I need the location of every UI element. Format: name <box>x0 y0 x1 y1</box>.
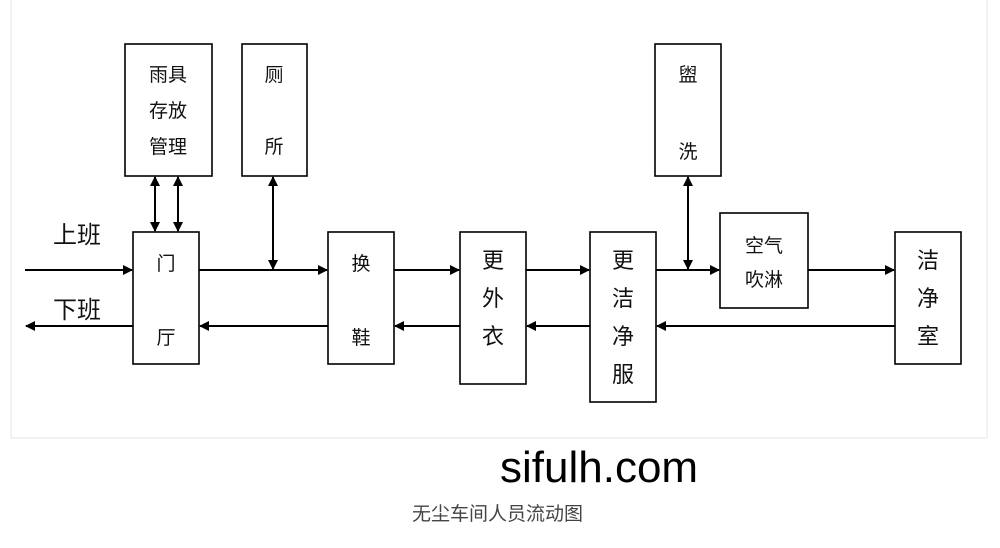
rain-gear-line-2: 存放 <box>149 100 187 122</box>
label-on-duty: 上班 <box>53 221 101 249</box>
toilet-line-2: 所 <box>264 136 283 158</box>
cleanroom-line-3: 室 <box>917 325 939 350</box>
cleanroom-line-1: 洁 <box>917 249 939 274</box>
toilet-line-1: 厕 <box>264 64 283 86</box>
cleanroom-line-2: 净 <box>917 287 939 312</box>
label-off-duty: 下班 <box>53 296 101 324</box>
arrows <box>25 176 895 331</box>
airshower-line-1: 空气 <box>745 235 783 257</box>
watermark: sifulh.com <box>500 443 699 492</box>
box-toilet <box>241 43 308 177</box>
box-cleanroom <box>894 231 962 365</box>
coat-line-2: 外 <box>482 287 504 312</box>
cleansuit-line-4: 服 <box>612 363 634 388</box>
lobby-line-2: 厅 <box>156 327 175 349</box>
lobby-line-1: 门 <box>156 253 175 275</box>
diagram-caption: 无尘车间人员流动图 <box>412 503 584 525</box>
airshower-line-2: 吹淋 <box>745 269 783 291</box>
box-rain-gear <box>124 43 213 177</box>
box-coat <box>459 231 527 385</box>
washroom-line-1: 盥 <box>678 64 697 86</box>
cleansuit-line-3: 净 <box>612 325 634 350</box>
rain-gear-line-1: 雨具 <box>149 64 187 86</box>
box-airshower <box>719 212 809 309</box>
cleansuit-line-2: 洁 <box>612 287 634 312</box>
coat-line-3: 衣 <box>482 325 504 350</box>
rain-gear-line-3: 管理 <box>149 136 187 158</box>
shoes-line-1: 换 <box>351 253 370 275</box>
diagram-frame <box>10 0 988 439</box>
cleansuit-line-1: 更 <box>612 249 634 274</box>
box-lobby <box>132 231 200 365</box>
coat-line-1: 更 <box>482 249 504 274</box>
box-shoes <box>327 231 395 365</box>
washroom-line-2: 洗 <box>678 141 697 163</box>
shoes-line-2: 鞋 <box>351 327 370 349</box>
box-cleansuit <box>589 231 657 403</box>
